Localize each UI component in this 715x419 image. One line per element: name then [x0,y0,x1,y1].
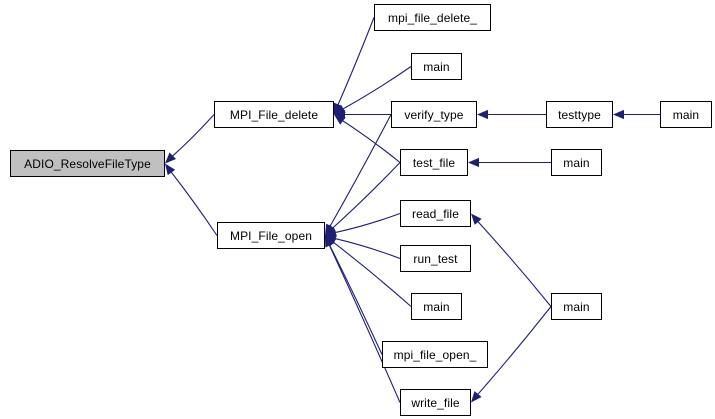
edge-arrowhead [165,163,176,176]
graph-node-label: main [672,107,700,122]
graph-node-label: main [423,59,450,74]
graph-node-label: test_file [412,155,456,170]
graph-edge-test_file-to-mpi_file_open [331,162,401,229]
graph-node-run_test[interactable]: run_test [400,245,471,272]
graph-edge-write_file-to-mpi_file_open [328,244,401,403]
graph-node-label: read_file [412,206,459,221]
graph-node-adio_resolvefiletype[interactable]: ADIO_ResolveFileType [10,150,165,177]
edge-arrowhead [471,391,482,403]
graph-node-mpi_file_open[interactable]: MPI_File_open [217,222,325,249]
graph-edge-test_file-to-mpi_file_delete [341,119,401,163]
edge-arrowhead [468,157,479,168]
graph-node-label: MPI_File_open [229,228,312,243]
graph-node-write_file[interactable]: write_file [400,389,471,416]
graph-edge-read_file-to-mpi_file_open [334,212,401,234]
edge-arrowhead [334,114,346,125]
graph-edge-main_rw-to-read_file [477,220,552,307]
edge-arrowhead [165,152,177,164]
edge-arrowhead [325,227,337,237]
graph-edge-mpi_file_open_f-to-mpi_file_open [328,244,383,355]
edge-arrowhead [613,109,624,120]
graph-node-main_testfile[interactable]: main [551,149,602,176]
edge-arrowhead [325,224,337,236]
graph-node-label: ADIO_ResolveFileType [24,156,151,171]
graph-edge-main_rw-to-write_file [476,306,552,396]
graph-node-mpi_file_open_f[interactable]: mpi_file_open_ [382,341,488,368]
graph-node-testtype[interactable]: testtype [546,101,613,128]
graph-edge-main_delete-to-mpi_file_delete [342,66,412,110]
edge-arrowhead [471,213,482,225]
graph-node-label: testtype [558,107,601,122]
graph-node-mpi_file_delete_f[interactable]: mpi_file_delete_ [374,4,491,31]
graph-node-label: mpi_file_delete_ [388,10,477,25]
graph-edge-mpi_file_open-to-adio_resolvefiletype [170,171,218,236]
graph-edge-run_test-to-mpi_file_open [334,237,401,260]
graph-node-verify_type[interactable]: verify_type [391,101,477,128]
graph-node-label: run_test [413,251,458,266]
graph-node-label: write_file [411,395,460,410]
graph-node-mpi_file_delete[interactable]: MPI_File_delete [214,101,334,128]
graph-node-label: main [423,299,450,314]
graph-node-main_delete[interactable]: main [411,53,462,80]
graph-node-main_testtype[interactable]: main [660,101,712,128]
graph-node-test_file[interactable]: test_file [400,149,468,176]
graph-edge-verify_type-to-mpi_file_open [329,114,392,227]
graph-node-label: MPI_File_delete [229,107,319,122]
graph-node-main_open[interactable]: main [411,293,462,320]
graph-edge-main_open-to-mpi_file_open [332,241,412,307]
graph-node-read_file[interactable]: read_file [400,200,471,227]
graph-node-label: mpi_file_open_ [393,347,477,362]
graph-edge-mpi_file_delete-to-adio_resolvefiletype [171,114,215,157]
graph-node-label: verify_type [404,107,464,122]
graph-edge-mpi_file_delete_f-to-mpi_file_delete [337,17,375,106]
edge-arrowhead [477,109,488,120]
edge-arrowhead [325,235,334,248]
graph-node-label: main [563,155,590,170]
graph-node-label: main [563,299,590,314]
graph-node-main_rw[interactable]: main [551,293,602,320]
edge-arrowhead [333,102,343,115]
